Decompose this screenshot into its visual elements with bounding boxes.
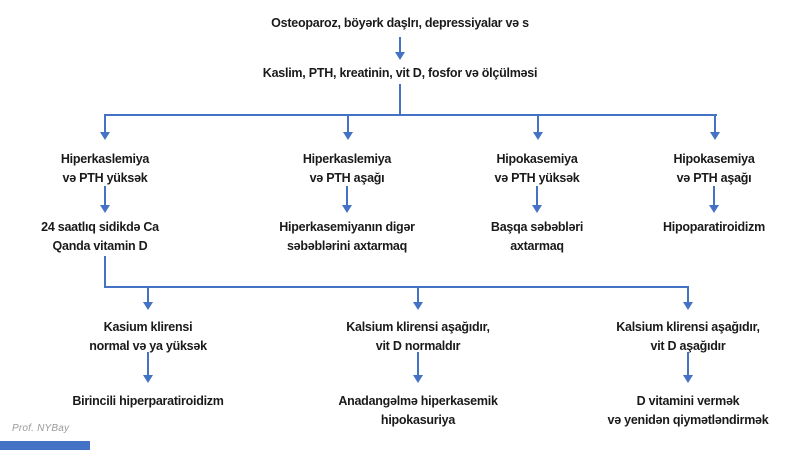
arrow-final-2-icon [417,352,419,375]
arrow-sub-3-icon [687,286,689,302]
node-familial-hypocalciuric: Anadangəlmə hiperkasemik hipokasuriya [338,392,498,430]
condition-line: və PTH aşağı [309,171,385,185]
connector-step2-stem [399,84,401,115]
node-measurements-text: Kaslim, PTH, kreatinin, vit D, fosfor və… [262,66,538,80]
condition-line: və PTH yüksək [494,171,580,185]
node-urine-ca-vitd: 24 saatlıq sidikdə Ca Qanda vitamin D [41,218,159,256]
result-line: və yenidən qiymətləndirmək [607,413,769,427]
result-line: axtarmaq [510,239,564,253]
result-line: Qanda vitamin D [52,239,148,253]
connector-branch-rail [104,114,717,116]
arrow-step1-to-step2-icon [399,37,401,52]
node-symptoms-text: Osteoparoz, böyərk daşlrı, depressiyalar… [271,16,529,30]
arrow-result-3-icon [536,186,538,205]
node-hypercalcemia-pth-low: Hiperkaslemiya və PTH aşağı [303,150,391,188]
node-hypocalcemia-pth-high: Hipokasemiya və PTH yüksək [495,150,580,188]
node-other-causes-hypercalcemia: Hiperkasemiyanın digər səbəblərini axtar… [279,218,415,256]
arrow-final-3-icon [687,352,689,375]
node-primary-hyperparathyroidism: Birincili hiperparatiroidizm [72,392,224,411]
condition-line: Kasium klirensi [103,320,193,334]
arrow-sub-1-icon [147,286,149,302]
node-clearance-normal-high: Kasium klirensi normal və ya yüksək [89,318,207,356]
connector-sub-rail [104,286,689,288]
result-line: Birincili hiperparatiroidizm [72,394,224,408]
node-measurements: Kaslim, PTH, kreatinin, vit D, fosfor və… [262,64,538,83]
result-line: Anadangəlmə hiperkasemik [338,394,498,408]
result-line: Başqa səbəbləri [490,220,584,234]
arrow-branch-4-icon [714,114,716,132]
condition-line: Hiperkaslemiya [302,152,392,166]
node-hypocalcemia-pth-low: Hipokasemiya və PTH aşağı [673,150,754,188]
condition-line: və PTH aşağı [676,171,752,185]
arrow-sub-2-icon [417,286,419,302]
connector-sub-stem [104,256,106,287]
condition-line: Hiperkaslemiya [60,152,150,166]
condition-line: normal və ya yüksək [89,339,207,353]
node-give-vitd-reevaluate: D vitamini vermək və yenidən qiymətləndi… [608,392,769,430]
arrow-result-4-icon [713,186,715,205]
condition-line: vit D normaldır [375,339,461,353]
arrow-branch-3-icon [537,114,539,132]
node-hypoparathyroidism: Hipoparatiroidizm [663,218,765,237]
result-line: 24 saatlıq sidikdə Ca [41,220,159,234]
condition-line: Kalsium klirensi aşağıdır, [616,320,760,334]
arrow-branch-2-icon [347,114,349,132]
arrow-final-1-icon [147,352,149,375]
condition-line: vit D aşağıdır [650,339,726,353]
condition-line: Kalsium klirensi aşağıdır, [346,320,490,334]
node-hypercalcemia-pth-high: Hiperkaslemiya və PTH yüksək [61,150,149,188]
arrow-branch-1-icon [104,114,106,132]
arrow-result-2-icon [346,186,348,205]
author-watermark: Prof. NYBay [12,423,70,434]
footer-accent-bar [0,441,90,450]
node-clearance-low-vitd-low: Kalsium klirensi aşağıdır, vit D aşağıdı… [616,318,760,356]
result-line: Hipoparatiroidizm [662,220,766,234]
result-line: D vitamini vermək [636,394,740,408]
node-symptoms: Osteoparoz, böyərk daşlrı, depressiyalar… [271,14,529,33]
condition-line: Hipokasemiya [496,152,578,166]
result-line: Hiperkasemiyanın digər [279,220,415,234]
arrow-result-1-icon [104,186,106,205]
condition-line: Hipokasemiya [673,152,755,166]
result-line: hipokasuriya [380,413,456,427]
node-seek-other-causes: Başqa səbəbləri axtarmaq [491,218,583,256]
node-clearance-low-vitd-normal: Kalsium klirensi aşağıdır, vit D normald… [346,318,490,356]
result-line: səbəblərini axtarmaq [286,239,408,253]
condition-line: və PTH yüksək [62,171,148,185]
